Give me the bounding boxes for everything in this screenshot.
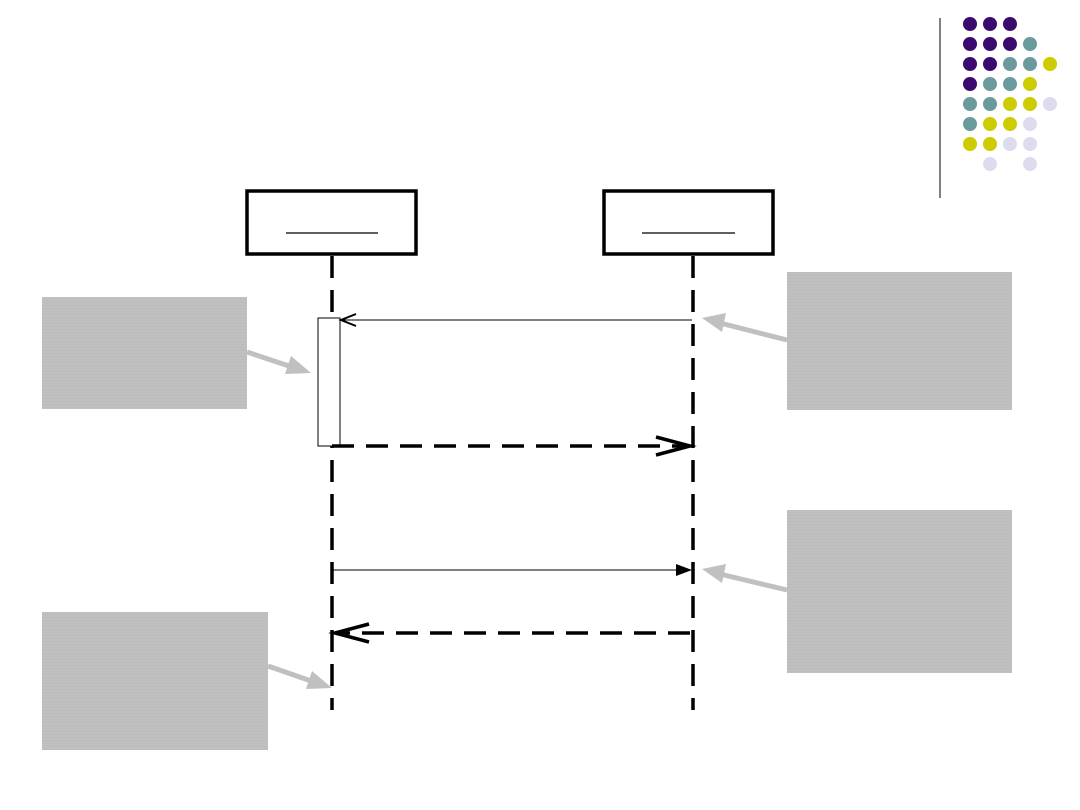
object-box-right[interactable]: [602, 189, 775, 256]
decorative-dot-teal: [983, 97, 997, 111]
decorative-dot-yellow: [1003, 117, 1017, 131]
decorative-dot-lavender: [1003, 137, 1017, 151]
note-message-2[interactable]: [787, 510, 1012, 673]
note-activation[interactable]: [42, 297, 247, 409]
note-pointer-message-2: [702, 564, 788, 593]
decorative-dot-teal: [1003, 77, 1017, 91]
note-pointer-lifeline: [267, 663, 332, 689]
object-box-left[interactable]: [245, 189, 418, 256]
open-arrowhead-icon: [328, 622, 370, 644]
pointer-arrowhead-icon: [702, 313, 726, 332]
decorative-dot-yellow: [983, 117, 997, 131]
filled-arrowhead-icon: [676, 564, 692, 576]
return-arrow-2[interactable]: [328, 622, 690, 644]
decorative-dot-purple: [963, 37, 977, 51]
return-arrow-1[interactable]: [332, 435, 697, 457]
note-pointer-activation: [246, 349, 311, 374]
decorative-dot-purple: [963, 57, 977, 71]
decorative-dot-teal: [983, 77, 997, 91]
decorative-dot-teal: [963, 117, 977, 131]
open-arrowhead-icon: [655, 435, 697, 457]
message-arrow-1[interactable]: [338, 313, 692, 327]
pointer-arrowhead-icon: [702, 564, 726, 583]
decorative-dot-yellow: [1023, 77, 1037, 91]
decorative-dot-teal: [963, 97, 977, 111]
decorative-dot-purple: [1003, 37, 1017, 51]
decorative-dot-lavender: [1023, 117, 1037, 131]
note-lifeline[interactable]: [42, 612, 268, 750]
decorative-dot-purple: [1003, 17, 1017, 31]
decorative-dot-teal: [1023, 37, 1037, 51]
decorative-dot-purple: [963, 77, 977, 91]
decorative-dot-purple: [983, 37, 997, 51]
decorative-dot-lavender: [983, 157, 997, 171]
decorative-dot-lavender: [1043, 97, 1057, 111]
decorative-dot-yellow: [983, 137, 997, 151]
decorative-dot-yellow: [1003, 97, 1017, 111]
decorative-dot-yellow: [963, 137, 977, 151]
message-arrow-2[interactable]: [332, 564, 692, 576]
decorative-dot-yellow: [1043, 57, 1057, 71]
note-pointer-message-1: [702, 313, 788, 343]
pointer-arrowhead-icon: [285, 356, 311, 374]
decorative-dot-yellow: [1023, 97, 1037, 111]
decorative-dot-purple: [983, 57, 997, 71]
decorative-dot-purple: [983, 17, 997, 31]
note-message-1[interactable]: [787, 272, 1012, 410]
decorative-dot-teal: [1023, 57, 1037, 71]
activation-bar[interactable]: [317, 317, 341, 447]
open-arrowhead-icon: [338, 313, 357, 327]
decorative-dot-grid: [963, 17, 1057, 171]
decorative-dot-teal: [1003, 57, 1017, 71]
decorative-dot-lavender: [1023, 157, 1037, 171]
decorative-dot-lavender: [1023, 137, 1037, 151]
decorative-dot-purple: [963, 17, 977, 31]
pointer-arrowhead-icon: [306, 671, 332, 689]
